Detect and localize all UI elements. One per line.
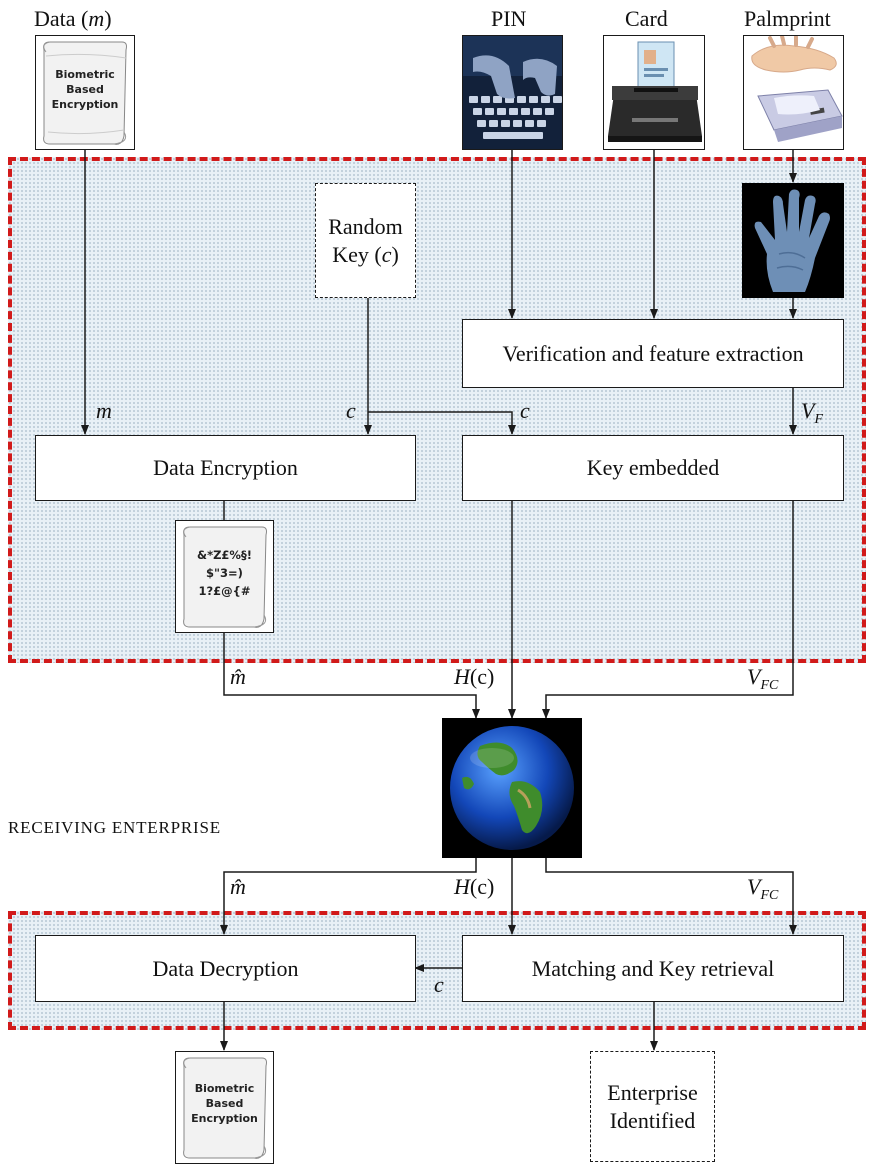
enterprise-identified-box: Enterprise Identified — [590, 1051, 715, 1162]
handprint-image — [742, 183, 844, 298]
scroll-line: Biometric — [194, 1082, 255, 1095]
card-reader-icon — [604, 36, 704, 149]
globe-icon — [442, 718, 582, 858]
random-key-line1: Random — [328, 214, 403, 239]
hand-print-icon — [743, 184, 843, 297]
edge-label-c-retrieval: c — [434, 972, 444, 997]
edge-label-c-left: c — [346, 398, 356, 423]
edge-label-m-hat-bottom: m̂ — [230, 874, 246, 899]
cipher-line: $"3=) — [206, 565, 243, 580]
scroll-line: Based — [66, 82, 104, 96]
palm-scanner-icon — [744, 36, 843, 149]
edge-label-vfc-bottom: VFC — [747, 874, 779, 903]
enterprise-line2: Identified — [609, 1107, 696, 1133]
cipher-line: &*Z£%§! — [197, 548, 252, 562]
edge-label-m-hat-top: m̂ — [230, 664, 246, 689]
sending-secure-region — [8, 157, 866, 663]
palmprint-scanner-image — [743, 35, 844, 150]
card-label: Card — [625, 6, 668, 31]
matching-key-retrieval-box: Matching and Key retrieval — [462, 935, 844, 1002]
data-decryption-box: Data Decryption — [35, 935, 416, 1002]
pin-label: PIN — [491, 6, 527, 31]
edge-label-vfc-top: VFC — [747, 664, 779, 693]
card-image — [603, 35, 705, 150]
scroll-icon — [43, 41, 127, 145]
scroll-line: Encryption — [51, 97, 119, 111]
random-key-line2: Key (c) — [332, 241, 399, 267]
edge-label-vf: VF — [801, 398, 824, 427]
edge-label-m: m — [96, 398, 112, 423]
cipher-line: 1?£@{# — [198, 583, 251, 598]
keyboard-icon — [463, 36, 562, 149]
key-embedded-box: Key embedded — [462, 435, 844, 501]
scroll-line: Biometric — [55, 68, 115, 81]
scroll-line: Encryption — [191, 1111, 258, 1125]
scroll-icon — [183, 526, 267, 628]
edge-label-hc-top: H(c) — [454, 664, 495, 689]
random-key-box: Random Key (c) — [315, 183, 416, 298]
internet-globe-image — [442, 718, 582, 858]
scroll-line: Based — [205, 1096, 244, 1110]
data-encryption-box: Data Encryption — [35, 435, 416, 501]
verification-feature-extraction-box: Verification and feature extraction — [462, 319, 844, 388]
scroll-icon — [183, 1057, 267, 1159]
receiving-enterprise-label: RECEIVING ENTERPRISE — [8, 818, 221, 837]
edge-label-hc-bottom: H(c) — [454, 874, 495, 899]
data-input-label: Data (m) — [34, 6, 112, 31]
palmprint-label: Palmprint — [744, 6, 831, 31]
pin-image — [462, 35, 563, 150]
ciphertext-document: &*Z£%§! $"3=) 1?£@{# — [175, 520, 274, 633]
enterprise-line1: Enterprise — [607, 1080, 698, 1105]
edge-label-c-right: c — [520, 398, 530, 423]
